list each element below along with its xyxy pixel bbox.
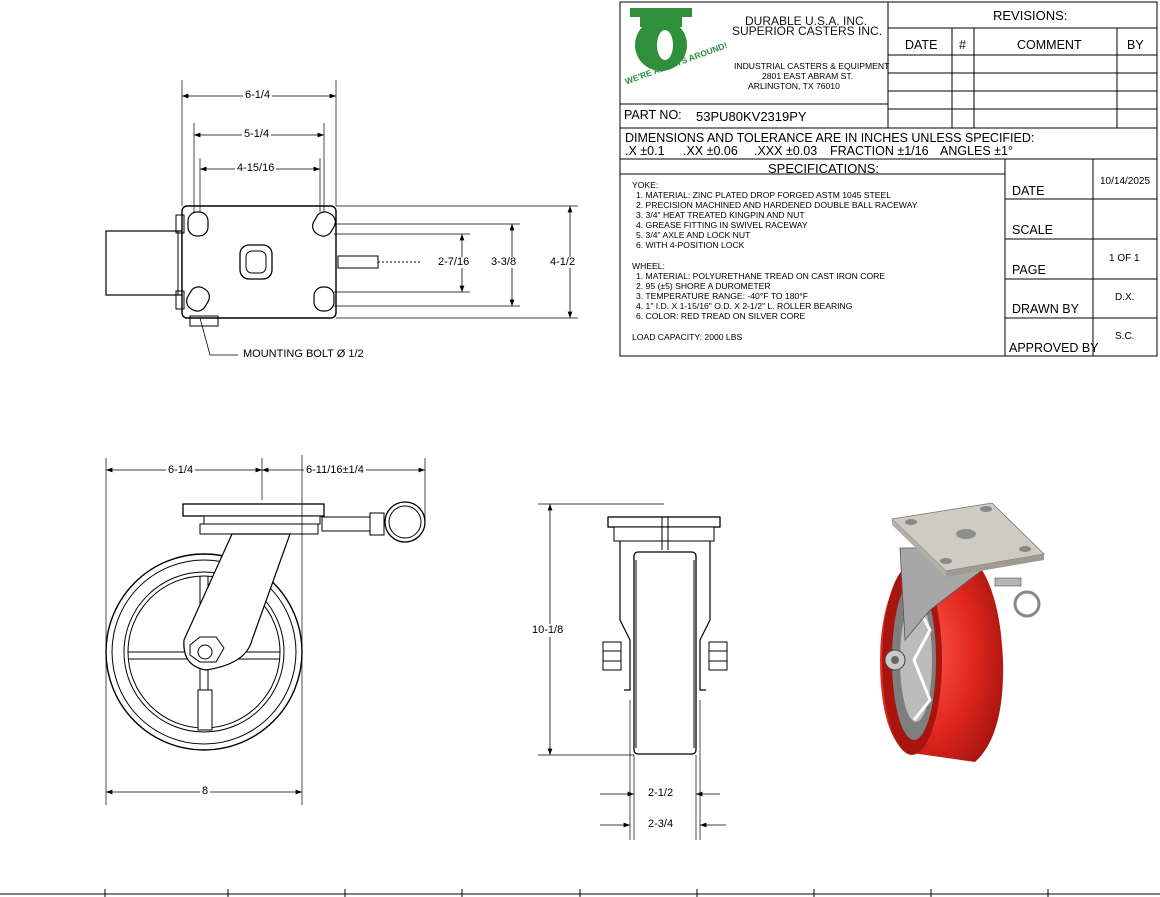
wheel-item: 3. TEMPERATURE RANGE: -40°F TO 180°F [636,291,808,301]
side-view-drawing [105,455,426,805]
dim-hole-span-large: 3-3/8 [489,256,519,268]
mounting-bolt-label: MOUNTING BOLT Ø 1/2 [243,348,364,360]
wheel-heading: WHEEL: [632,261,665,271]
sheet-border [0,889,1160,897]
caster-3d-render [880,502,1045,762]
address-line2: 2801 EAST ABRAM ST. [762,71,854,81]
dim-overall-width: 6-1/4 [243,89,273,101]
tolerance-note: DIMENSIONS AND TOLERANCE ARE IN INCHES U… [625,131,1035,145]
tolerance-angles: ANGLES ±1° [940,144,1013,158]
dim-plate-depth: 4-1/2 [548,256,578,268]
part-no-value: 53PU80KV2319PY [696,109,807,124]
wheel-item: 4. 1" I.D. X 1-15/16" O.D. X 2-1/2" L. R… [636,301,853,311]
rev-col-by: BY [1127,38,1144,52]
dim-side-plate: 6-1/4 [166,464,196,476]
specs-title: SPECIFICATIONS: [768,161,879,176]
approved-by-label: APPROVED BY [1009,341,1099,355]
top-view-drawing [105,80,578,356]
scale-label: SCALE [1012,223,1053,237]
dim-hole-spacing-outer: 5-1/4 [242,128,272,140]
rev-col-num: # [959,38,966,52]
tolerance-xxx: .XXX ±0.03 [754,144,818,158]
address-line3: ARLINGTON, TX 76010 [748,81,840,91]
rev-col-comment: COMMENT [1017,38,1082,52]
approved-by-value: S.C. [1115,331,1135,342]
dim-wheel-diameter: 8 [200,785,211,797]
company-logo [630,8,692,71]
yoke-item: 4. GREASE FITTING IN SWIVEL RACEWAY [636,220,808,230]
page-label: PAGE [1012,263,1046,277]
dim-front-height: 10-1/8 [531,624,565,637]
front-view-drawing [538,503,728,840]
company-name-line1: DURABLE U.S.A. INC. [745,14,868,28]
load-capacity: LOAD CAPACITY: 2000 LBS [632,332,743,342]
yoke-heading: YOKE: [632,180,659,190]
drawn-by-value: D.X. [1115,292,1135,303]
date-label: DATE [1012,184,1045,198]
dim-side-offset: 6-11/16±1/4 [304,464,366,476]
tolerance-x: .X ±0.1 [625,144,665,158]
wheel-item: 6. COLOR: RED TREAD ON SILVER CORE [636,311,806,321]
part-no-label: PART NO: [624,108,682,122]
yoke-item: 6. WITH 4-POSITION LOCK [636,240,745,250]
wheel-item: 1. MATERIAL: POLYURETHANE TREAD ON CAST … [636,271,886,281]
yoke-item: 5. 3/4" AXLE AND LOCK NUT [636,230,751,240]
yoke-item: 3. 3/4" HEAT TREATED KINGPIN AND NUT [636,210,805,220]
drawn-by-label: DRAWN BY [1012,302,1079,316]
dim-hub-width: 2-3/4 [648,818,674,830]
revisions-title: REVISIONS: [993,8,1068,23]
tolerance-fraction: FRACTION ±1/16 [830,144,929,158]
company-name-line2: SUPERIOR CASTERS INC. [732,24,883,38]
address-line1: INDUSTRIAL CASTERS & EQUIPMENT [734,61,890,71]
date-value: 10/14/2025 [1100,176,1151,187]
wheel-item: 2. 95 (±5) SHORE A DUROMETER [636,281,771,291]
rev-col-date: DATE [905,38,938,52]
page-value: 1 OF 1 [1109,253,1140,264]
dim-tread-width: 2-1/2 [648,787,674,799]
yoke-item: 1. MATERIAL: ZINC PLATED DROP FORGED AST… [636,190,892,200]
yoke-item: 2. PRECISION MACHINED AND HARDENED DOUBL… [636,200,918,210]
title-block-frame [619,1,1158,357]
dim-hole-span-small: 2-7/16 [436,256,472,268]
tolerance-xx: .XX ±0.06 [683,144,738,158]
dim-hole-spacing-inner: 4-15/16 [235,162,277,174]
